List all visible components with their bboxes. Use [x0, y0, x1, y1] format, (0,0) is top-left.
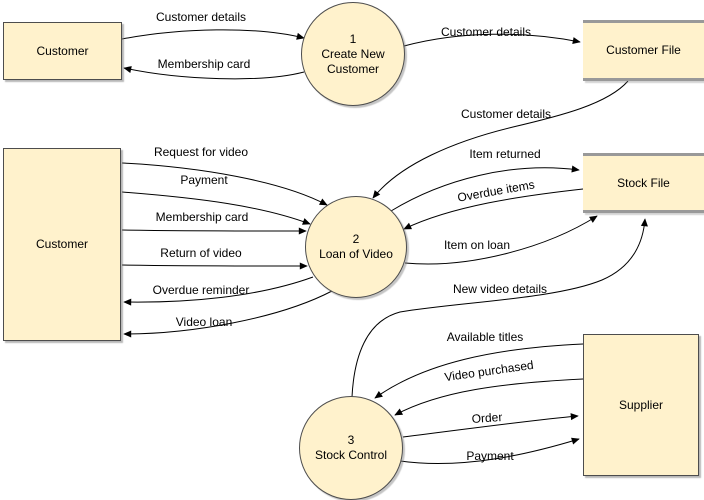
process-loan-of-video: 2 Loan of Video: [305, 196, 407, 298]
process-name: Loan of Video: [319, 247, 393, 261]
flow-label: New video details: [452, 282, 548, 296]
flow-label: Item returned: [469, 147, 541, 161]
flow-video-loan: [123, 290, 333, 338]
flow-label: Customer details: [460, 107, 552, 121]
node-label: Supplier: [618, 397, 664, 412]
flow-membership-card-to-p2: [121, 227, 307, 235]
flow-label: Payment: [466, 449, 514, 463]
process-create-new-customer: 1 Create New Customer: [301, 2, 405, 106]
flow-payment-to-p2: [121, 191, 311, 225]
flow-customer-details-to-p1: [121, 29, 305, 40]
data-store-customer-file: Customer File: [583, 20, 704, 81]
flow-label: Customer details: [440, 25, 532, 39]
flow-overdue-items: [403, 188, 584, 230]
node-label: Stock File: [617, 175, 670, 190]
flow-new-video-details: [351, 218, 648, 398]
flow-label: Membership card: [157, 57, 251, 71]
flow-label: Customer details: [155, 10, 247, 24]
flow-label: Return of video: [160, 246, 242, 260]
data-store-stock-file: Stock File: [583, 153, 704, 213]
flow-customer-details-to-p2: [372, 80, 629, 199]
node-label: Customer: [35, 237, 88, 251]
flow-membership-card-to-customer: [123, 66, 305, 80]
flow-overdue-reminder: [123, 276, 314, 306]
external-entity-customer-top: Customer: [3, 22, 122, 80]
flow-request-for-video: [121, 162, 328, 206]
process-name: Stock Control: [314, 448, 388, 462]
flow-label: Video loan: [175, 315, 233, 329]
flow-customer-details-to-customer-file: [403, 33, 581, 47]
flow-label: Request for video: [153, 145, 249, 159]
process-number: 1: [349, 31, 357, 46]
flow-return-of-video: [121, 262, 308, 270]
process-name: Create New Customer: [321, 46, 385, 76]
external-entity-supplier: Supplier: [583, 334, 699, 476]
flow-label: Payment: [180, 173, 228, 187]
flow-item-returned: [390, 165, 580, 212]
external-entity-customer-left: Customer: [3, 148, 121, 341]
process-number: 2: [352, 232, 360, 246]
node-label: Customer: [36, 43, 89, 58]
flow-label: Order: [471, 409, 503, 427]
flow-label: Item on loan: [443, 238, 511, 252]
flow-order: [402, 413, 579, 438]
node-label: Customer File: [606, 43, 681, 57]
flow-item-on-loan: [404, 215, 598, 265]
flow-label: Available titles: [446, 330, 524, 344]
flow-payment-to-supplier: [399, 437, 580, 464]
flow-video-purchased: [394, 378, 584, 416]
flow-available-titles: [374, 343, 584, 399]
process-number: 3: [347, 433, 355, 447]
flow-label: Membership card: [155, 210, 249, 224]
process-stock-control: 3 Stock Control: [299, 396, 403, 500]
flow-label: Overdue reminder: [152, 283, 250, 297]
